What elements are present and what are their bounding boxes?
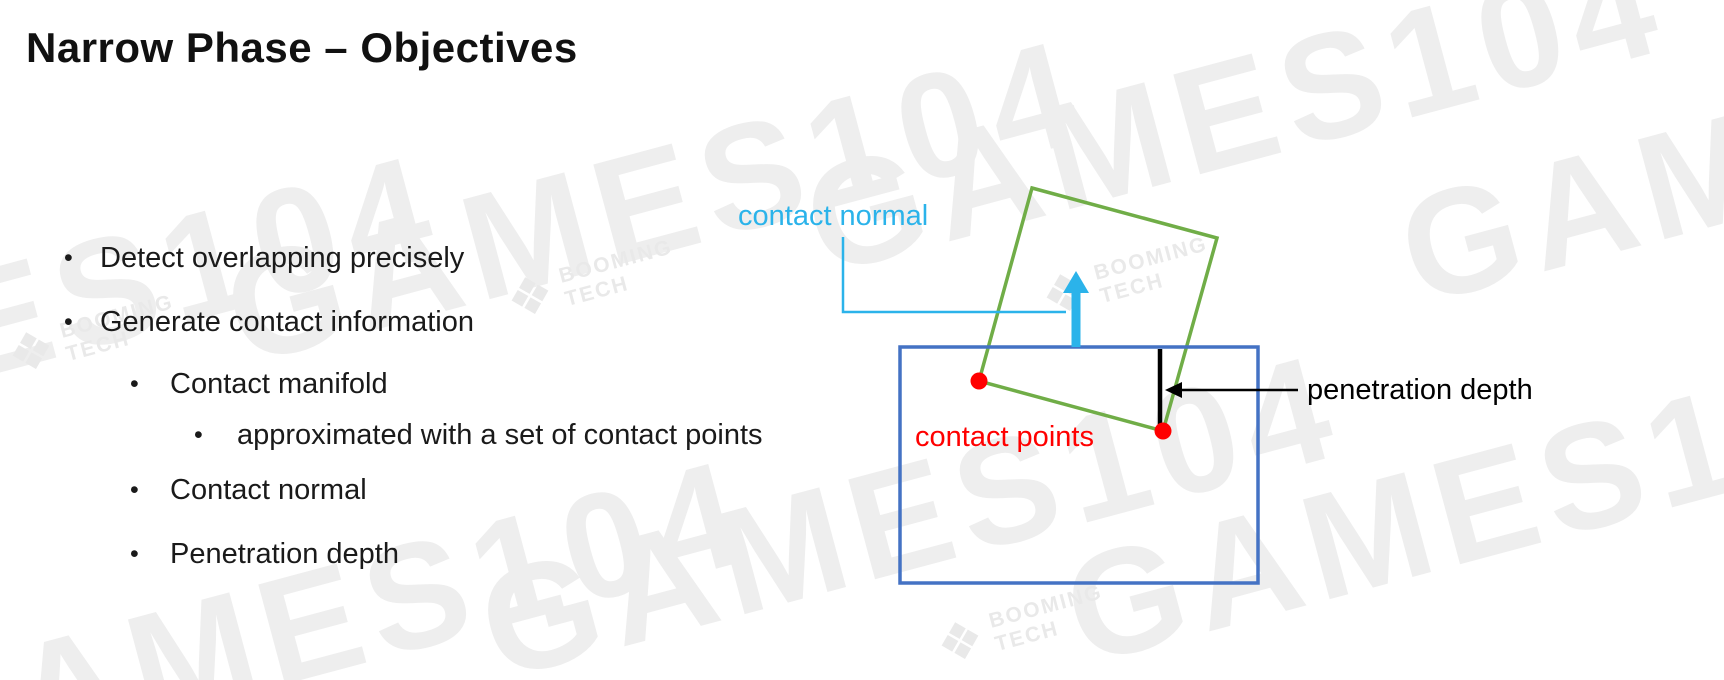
blue-box — [898, 345, 1260, 585]
contact-point-dot — [970, 372, 988, 390]
bullet-item: • approximated with a set of contact poi… — [194, 417, 763, 453]
contact-normal-leader-line — [841, 237, 1066, 314]
page-title: Narrow Phase – Objectives — [26, 24, 578, 71]
bullet-text: Generate contact information — [100, 306, 474, 338]
bullet-marker: • — [130, 370, 139, 398]
bullet-item: • Contact manifold — [130, 366, 388, 402]
bullet-marker: • — [194, 421, 203, 449]
contact-points-label: contact points — [915, 421, 1094, 453]
contact-normal-arrow-head — [1063, 271, 1089, 293]
bullet-marker: • — [130, 476, 139, 504]
green-rotated-box — [976, 185, 1220, 434]
bullet-marker: • — [130, 540, 139, 568]
penetration-depth-pointer-head — [1165, 382, 1182, 398]
bullet-text: Contact manifold — [170, 368, 388, 400]
bullet-text: Detect overlapping precisely — [100, 242, 465, 274]
bullet-marker: • — [64, 308, 73, 336]
contact-normal-label: contact normal — [738, 200, 929, 232]
bullet-text: Contact normal — [170, 474, 367, 506]
contact-point-dot — [1154, 422, 1172, 440]
bullet-text: approximated with a set of contact point… — [237, 419, 763, 451]
bullet-item: • Generate contact information — [64, 304, 474, 340]
bullet-marker: • — [64, 244, 73, 272]
bullet-text: Penetration depth — [170, 538, 399, 570]
bullet-item: • Penetration depth — [130, 536, 399, 572]
bullet-item: • Contact normal — [130, 472, 367, 508]
penetration-depth-label: penetration depth — [1307, 374, 1533, 406]
bullet-item: • Detect overlapping precisely — [64, 240, 464, 276]
